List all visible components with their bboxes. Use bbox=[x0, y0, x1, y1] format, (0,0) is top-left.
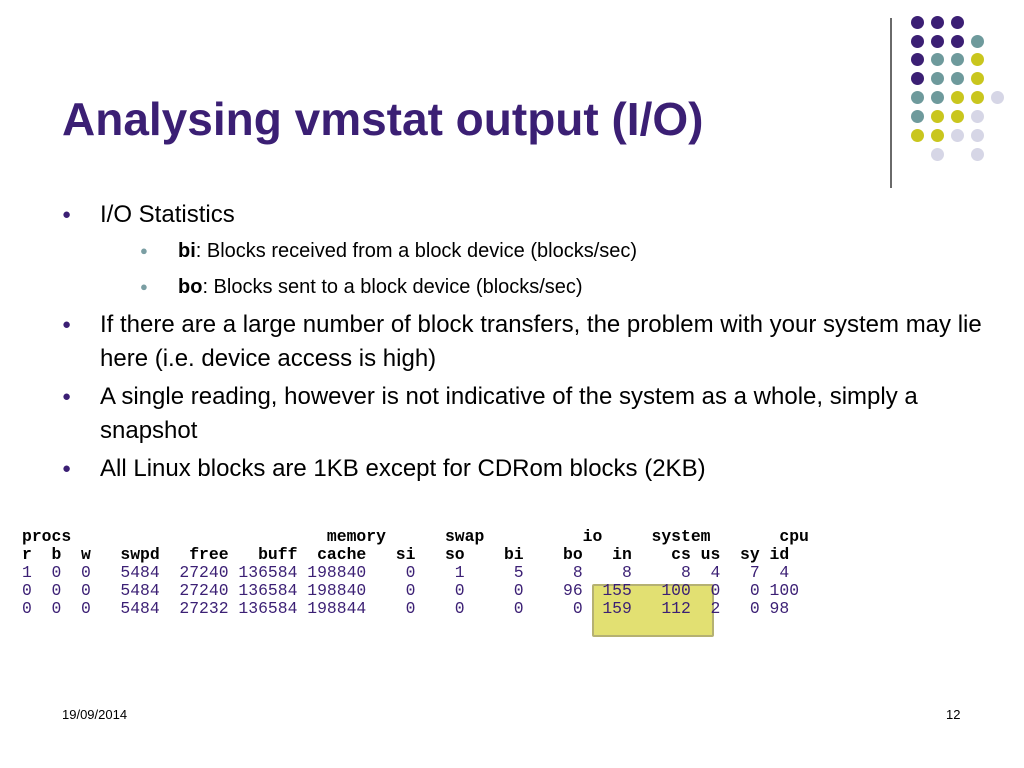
decorative-dot bbox=[971, 129, 984, 142]
decorative-dot bbox=[911, 110, 924, 123]
decorative-dot bbox=[931, 129, 944, 142]
decorative-dot bbox=[911, 53, 924, 66]
decorative-dot bbox=[991, 91, 1004, 104]
decorative-dot bbox=[911, 72, 924, 85]
vmstat-row: 0 0 0 5484 27240 136584 198840 0 0 0 96 … bbox=[22, 581, 800, 600]
decorative-dot bbox=[931, 16, 944, 29]
decorative-dot bbox=[931, 72, 944, 85]
decorative-dot bbox=[971, 148, 984, 161]
decorative-dot bbox=[951, 53, 964, 66]
term-bi: bi bbox=[178, 240, 196, 262]
bullet-text: All Linux blocks are 1KB except for CDRo… bbox=[100, 455, 706, 482]
decorative-dot bbox=[951, 16, 964, 29]
decorative-dot bbox=[911, 129, 924, 142]
decorative-dot bbox=[971, 110, 984, 123]
bullet-item: A single reading, however is not indicat… bbox=[62, 380, 982, 448]
bullet-text: A single reading, however is not indicat… bbox=[100, 383, 918, 444]
decorative-dot bbox=[931, 110, 944, 123]
vmstat-header-columns: r b w swpd free buff cache si so bi bo i… bbox=[22, 545, 790, 564]
decorative-dot bbox=[931, 148, 944, 161]
bullet-text: I/O Statistics bbox=[100, 201, 235, 228]
sub-bullet-text: : Blocks sent to a block device (blocks/… bbox=[202, 276, 583, 298]
bullet-list: I/O Statistics bi: Blocks received from … bbox=[62, 198, 982, 490]
decorative-dot bbox=[951, 91, 964, 104]
vmstat-header-groups: procs memory swap io system cpu bbox=[22, 527, 809, 546]
decorative-divider-line bbox=[890, 18, 892, 188]
sub-bullet-list: bi: Blocks received from a block device … bbox=[100, 236, 982, 302]
decorative-dot bbox=[911, 35, 924, 48]
bullet-item: I/O Statistics bi: Blocks received from … bbox=[62, 198, 982, 302]
decorative-dot bbox=[971, 53, 984, 66]
sub-bullet-item: bi: Blocks received from a block device … bbox=[140, 236, 982, 266]
bullet-text: If there are a large number of block tra… bbox=[100, 311, 982, 372]
decorative-dot bbox=[951, 110, 964, 123]
decorative-dot bbox=[971, 72, 984, 85]
decorative-dot bbox=[911, 16, 924, 29]
bullet-item: All Linux blocks are 1KB except for CDRo… bbox=[62, 452, 982, 486]
decorative-dot bbox=[971, 91, 984, 104]
term-bo: bo bbox=[178, 276, 203, 298]
io-columns-highlight-box bbox=[592, 584, 714, 637]
decorative-dot bbox=[911, 91, 924, 104]
sub-bullet-text: : Blocks received from a block device (b… bbox=[195, 240, 638, 262]
decorative-dot bbox=[951, 129, 964, 142]
vmstat-row: 0 0 0 5484 27232 136584 198844 0 0 0 0 1… bbox=[22, 599, 790, 618]
vmstat-row: 1 0 0 5484 27240 136584 198840 0 1 5 8 8… bbox=[22, 563, 790, 582]
decorative-dot bbox=[971, 35, 984, 48]
decorative-dot bbox=[931, 91, 944, 104]
footer-date: 19/09/2014 bbox=[62, 707, 128, 722]
decorative-dot bbox=[951, 35, 964, 48]
slide-title: Analysing vmstat output (I/O) bbox=[62, 93, 704, 145]
decorative-dot bbox=[951, 72, 964, 85]
sub-bullet-item: bo: Blocks sent to a block device (block… bbox=[140, 272, 982, 302]
decorative-dot bbox=[931, 35, 944, 48]
bullet-item: If there are a large number of block tra… bbox=[62, 308, 982, 376]
slide-number: 12 bbox=[946, 707, 961, 722]
decorative-dot bbox=[931, 53, 944, 66]
